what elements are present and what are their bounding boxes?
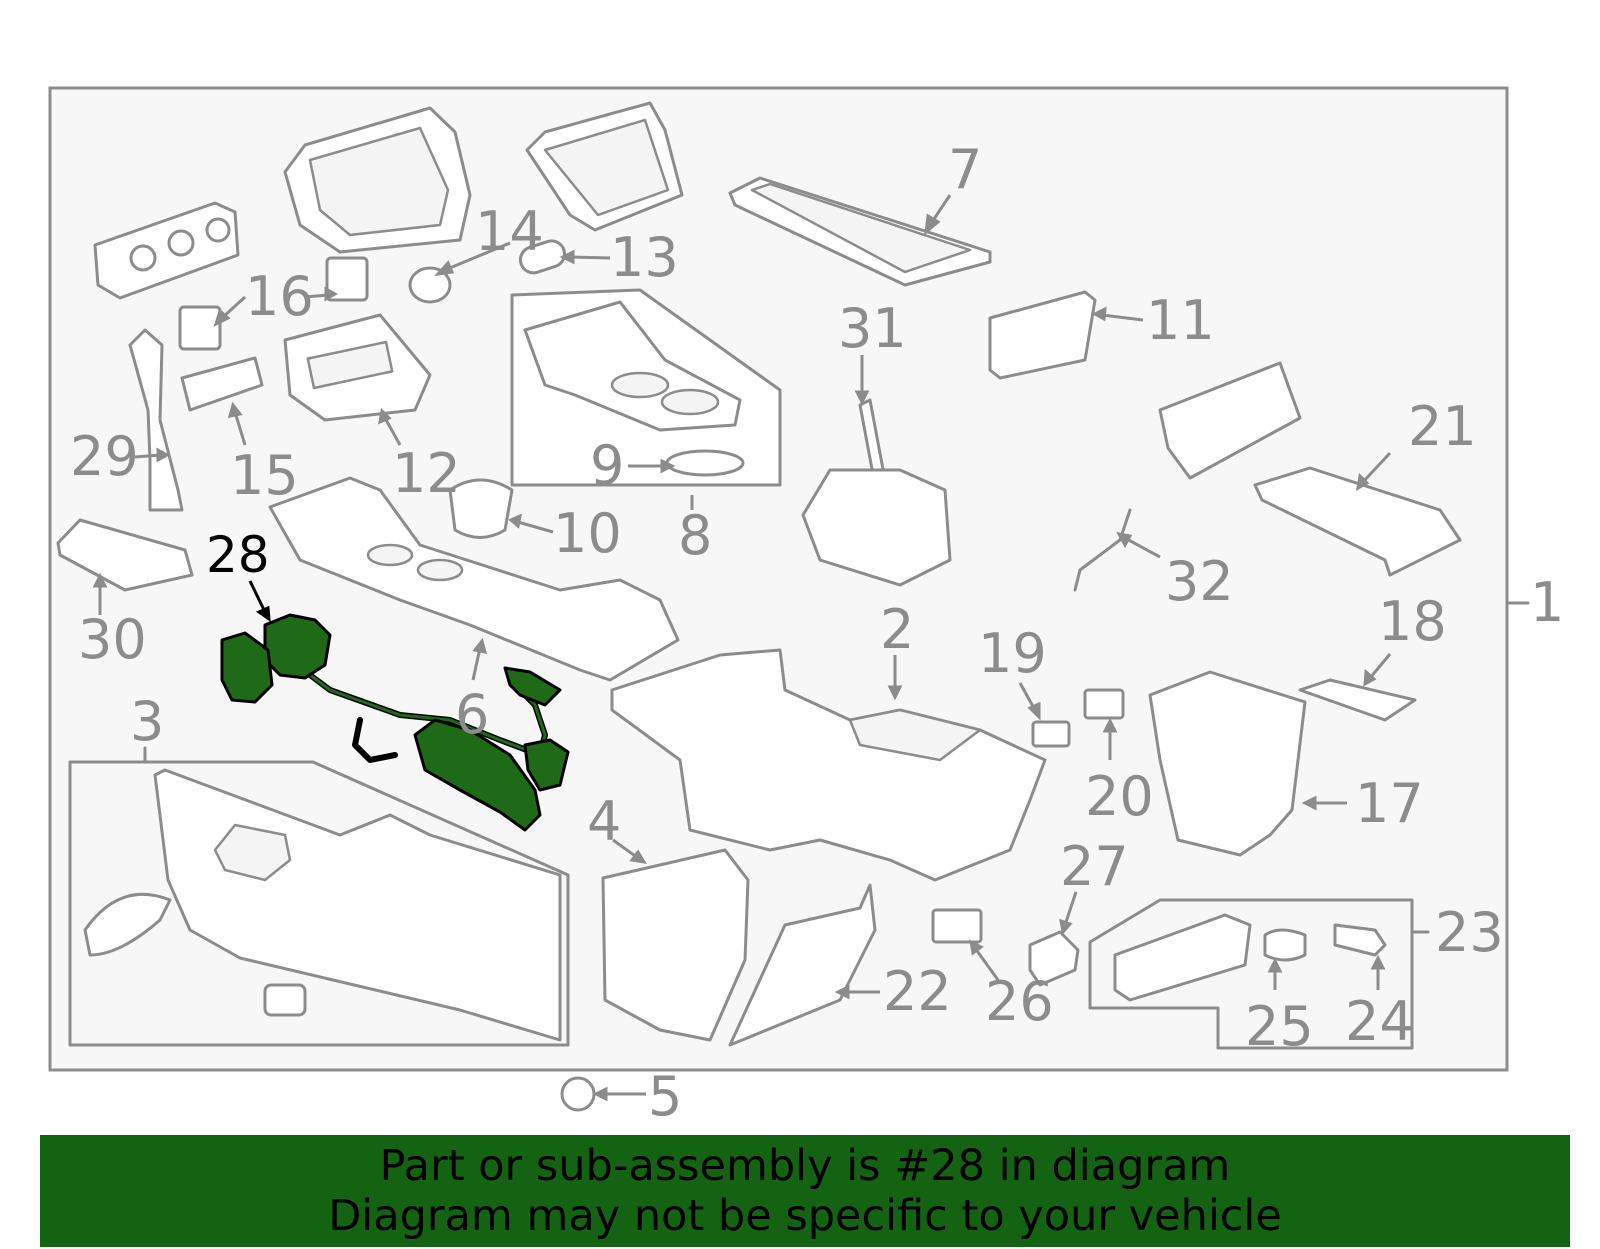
part-27-bracket [1028, 930, 1080, 987]
callout-17: 17 [1355, 772, 1424, 835]
callout-16: 16 [245, 265, 314, 328]
callout-3: 3 [130, 690, 164, 753]
callout-1: 1 [1530, 571, 1564, 634]
callout-15: 15 [230, 444, 299, 507]
callout-14: 14 [475, 200, 544, 263]
part-14-knob [408, 266, 452, 304]
part-13-plug [518, 239, 567, 275]
callout-7: 7 [948, 138, 982, 201]
leader-line-28 [248, 580, 271, 623]
banner-line-1: Part or sub-assembly is #28 in diagram [379, 1141, 1231, 1191]
part-5-grommet [560, 1076, 596, 1112]
callout-5: 5 [648, 1065, 682, 1128]
part-28-wiring-harness [220, 613, 570, 832]
callout-30: 30 [78, 608, 147, 671]
banner-line-2: Diagram may not be specific to your vehi… [328, 1191, 1282, 1241]
callout-2: 2 [880, 598, 914, 661]
part-8-cupholder-group [510, 288, 782, 487]
callout-31: 31 [838, 297, 907, 360]
part-12-trim [283, 313, 432, 422]
part-31-shifter-assembly [801, 398, 952, 587]
part-3-side-panel [68, 746, 570, 1047]
part-7-lid [728, 176, 992, 287]
callout-29: 29 [70, 425, 139, 488]
part-26-module [931, 908, 983, 944]
callout-12: 12 [392, 442, 461, 505]
part-4-side-panel [601, 848, 750, 1042]
part-16-switch-b [178, 305, 222, 351]
part-16-switch-a [325, 256, 369, 302]
callout-21: 21 [1408, 395, 1477, 458]
part-30-tray [56, 518, 194, 592]
callout-4: 4 [587, 790, 621, 853]
part-10-cup [448, 478, 514, 539]
part-20-clip [1083, 688, 1125, 720]
callout-9: 9 [590, 434, 624, 497]
callout-22: 22 [883, 960, 952, 1023]
part-6-console [268, 476, 680, 682]
callout-20: 20 [1085, 765, 1154, 828]
part-22-panel [728, 883, 877, 1047]
part-18-pad [1298, 678, 1417, 722]
part-upper-bezel-right [525, 101, 684, 232]
part-29-shifter [128, 328, 184, 512]
part-19-clip [1031, 720, 1071, 748]
part-21-storage [1158, 361, 1462, 577]
callout-23: 23 [1435, 901, 1504, 964]
callout-28: 28 [206, 526, 270, 584]
part-11-bezel [988, 290, 1097, 380]
info-banner: Part or sub-assembly is #28 in diagram D… [40, 1135, 1570, 1247]
part-23-group [1088, 898, 1430, 1050]
callout-24: 24 [1345, 990, 1414, 1053]
part-32-wire [1073, 508, 1132, 592]
part-upper-bezel-left [283, 106, 472, 254]
callout-6: 6 [455, 683, 489, 746]
callout-19: 19 [978, 622, 1047, 685]
callout-10: 10 [553, 502, 622, 565]
callout-26: 26 [985, 970, 1054, 1033]
part-17-bin [1148, 670, 1307, 857]
part-15-switch-panel [180, 356, 264, 412]
callout-18: 18 [1378, 590, 1447, 653]
callout-11: 11 [1146, 289, 1215, 352]
callout-32: 32 [1165, 550, 1234, 613]
part-climate-panel [93, 201, 240, 300]
callout-27: 27 [1060, 835, 1129, 898]
callout-13: 13 [610, 226, 679, 289]
callout-8: 8 [678, 504, 712, 567]
leader-lines [92, 194, 1392, 1102]
callout-25: 25 [1245, 995, 1314, 1058]
part-2-console-base [610, 648, 1047, 882]
